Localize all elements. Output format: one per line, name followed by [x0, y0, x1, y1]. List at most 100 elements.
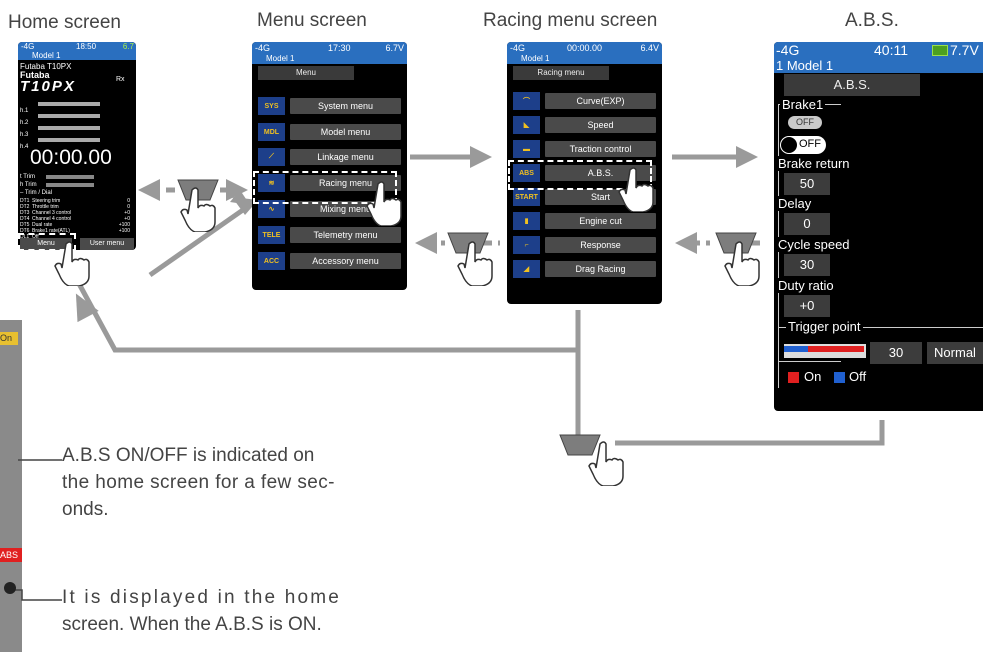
menu-item-linkage[interactable]: ⟋ Linkage menu — [258, 148, 401, 166]
model-name: Model 1 — [521, 54, 550, 63]
home-status-bar: -4G 18:50 6.7 — [18, 42, 136, 51]
user-menu-button[interactable]: User menu — [80, 238, 134, 250]
drag-racing-icon: ◢ — [513, 260, 540, 278]
trigger-point-label: Trigger point — [786, 319, 863, 334]
delay-value[interactable]: 0 — [784, 213, 830, 235]
legend-off-swatch — [834, 372, 845, 383]
menu-item-label: Telemetry menu — [290, 227, 401, 243]
clock: 17:30 — [328, 43, 351, 53]
note-line: onds. — [62, 499, 109, 520]
cropped-home-screen: On ABS — [0, 320, 22, 652]
acc-icon: ACC — [258, 252, 285, 270]
speed-icon: ◣ — [513, 116, 540, 134]
brand-text: Futaba T10PX — [20, 62, 72, 71]
clock: 18:50 — [76, 42, 97, 51]
racing-item-curve[interactable]: ⌒ Curve(EXP) — [513, 92, 656, 110]
racing-menu-highlight — [253, 171, 397, 204]
trigger-group-frame — [778, 327, 983, 388]
caption-home-screen: Home screen — [8, 12, 121, 33]
menu-item-label: Response — [545, 237, 656, 253]
racing-item-response[interactable]: ⌐ Response — [513, 236, 656, 254]
racing-icon: ≋ — [258, 174, 285, 192]
abs-screen: -4G 40:11 7.7V 1 Model 1 A.B.S. Brake1 O… — [774, 42, 983, 411]
racing-item-engine-cut[interactable]: ▮ Engine cut — [513, 212, 656, 230]
channel-label: h.2 — [20, 120, 29, 126]
duty-ratio-value[interactable]: +0 — [784, 295, 830, 317]
menu-item-label: Racing menu — [290, 175, 401, 191]
menu-item-telemetry[interactable]: TELE Telemetry menu — [258, 226, 401, 244]
menu-item-label: Drag Racing — [545, 261, 656, 277]
battery-voltage: 7.7V — [950, 42, 979, 58]
racing-item-speed[interactable]: ◣ Speed — [513, 116, 656, 134]
menu-button-highlight — [18, 233, 76, 251]
off-toggle[interactable]: OFF — [780, 136, 826, 154]
tab-menu[interactable]: Menu — [258, 66, 354, 80]
menu-item-label: Engine cut — [545, 213, 656, 229]
hand-pointer-icon — [588, 441, 624, 486]
menu-item-label: Curve(EXP) — [545, 93, 656, 109]
cycle-speed-value[interactable]: 30 — [784, 254, 830, 276]
home-model-bar: Model 1 — [18, 51, 136, 60]
racing-item-drag[interactable]: ◢ Drag Racing — [513, 260, 656, 278]
menu-item-label: Accessory menu — [290, 253, 401, 269]
off-pill[interactable]: OFF — [788, 116, 822, 129]
hand-pointer-icon — [180, 187, 216, 232]
tab-abs[interactable]: A.B.S. — [784, 74, 920, 96]
note-line: screen. When the A.B.S is ON. — [62, 614, 322, 635]
response-icon: ⌐ — [513, 236, 540, 254]
channel-bars: h.1 h.2 h.3 h.4 — [20, 99, 134, 150]
trigger-value[interactable]: 30 — [870, 342, 922, 364]
caption-menu-screen: Menu screen — [257, 10, 367, 31]
timer-display[interactable]: 00:00.00 — [30, 146, 112, 169]
menu-item-racing[interactable]: ≋ Racing menu — [258, 174, 401, 192]
trigger-slider[interactable] — [784, 344, 866, 358]
menu-item-label: Linkage menu — [290, 149, 401, 165]
brake1-label: Brake1 — [780, 97, 826, 112]
trigger-mode[interactable]: Normal — [927, 342, 983, 364]
curve-icon: ⌒ — [513, 92, 540, 110]
battery-voltage: 6.7 — [122, 42, 134, 51]
menu-model-bar: Model 1 — [252, 54, 407, 64]
note-line: It is displayed in the home — [62, 587, 342, 608]
delay-label: Delay — [778, 196, 812, 211]
trim-row-2: h Trim — [20, 182, 37, 188]
hand-pointer-icon — [618, 167, 654, 212]
racing-item-traction[interactable]: ▬ Traction control — [513, 140, 656, 158]
channel-row: h.3 — [20, 123, 134, 138]
traction-icon: ▬ — [513, 140, 540, 158]
hand-pointer-icon — [457, 241, 493, 286]
t10px-logo: T10PX — [20, 78, 76, 95]
linkage-icon: ⟋ — [258, 148, 285, 166]
abs-model-bar: 1 Model 1 — [774, 58, 983, 73]
channel-label: h.3 — [20, 132, 29, 138]
menu-item-label: Traction control — [545, 141, 656, 157]
abs-indicator: ABS — [0, 548, 22, 562]
channel-label: h.4 — [20, 144, 29, 150]
tab-racing-menu[interactable]: Racing menu — [513, 66, 609, 80]
trim-bar — [46, 175, 94, 179]
battery-icon — [932, 45, 948, 56]
brand-logo-text: Futaba — [20, 70, 50, 80]
abs-icon: ABS — [513, 164, 540, 182]
tele-icon: TELE — [258, 226, 285, 244]
note-abs-onoff: A.B.S ON/OFF is indicated on the home sc… — [62, 442, 335, 523]
model-name: Model 1 — [266, 54, 295, 63]
legend-on-label: On — [804, 369, 822, 384]
hand-pointer-icon — [54, 241, 90, 286]
menu-item-accessory[interactable]: ACC Accessory menu — [258, 252, 401, 270]
slider-fill-red — [808, 346, 864, 352]
menu-button[interactable]: Menu — [20, 238, 72, 250]
racing-model-bar: Model 1 — [507, 54, 662, 64]
menu-item-label: Speed — [545, 117, 656, 133]
brake-return-value[interactable]: 50 — [784, 173, 830, 195]
engine-cut-icon: ▮ — [513, 212, 540, 230]
